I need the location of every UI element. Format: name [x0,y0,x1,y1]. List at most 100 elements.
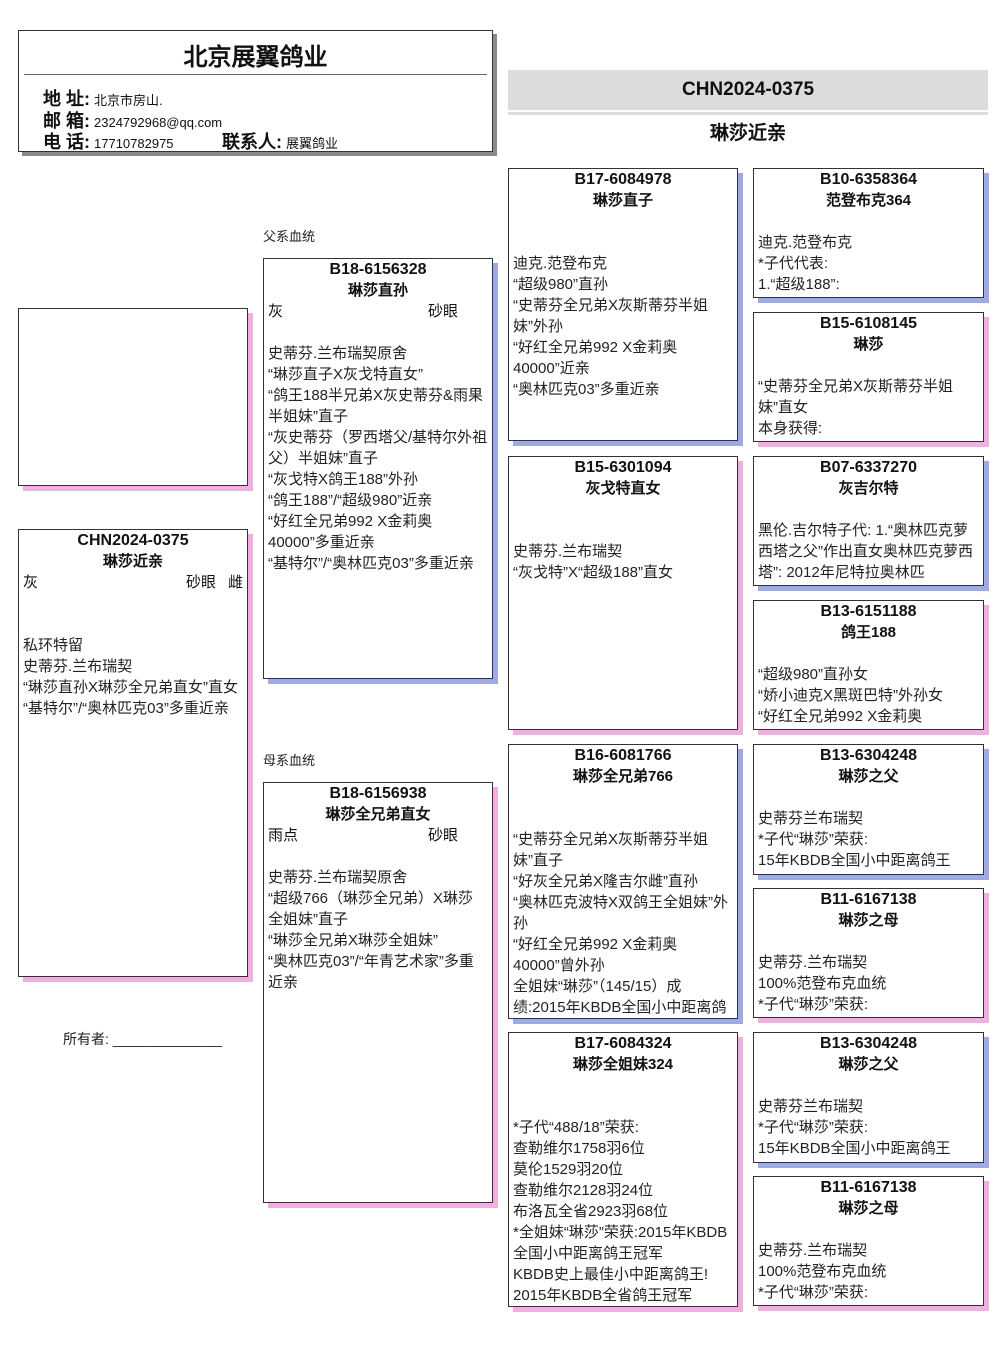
note-line: 史蒂芬.兰布瑞契原舍 [268,345,408,362]
ring-number: B07-6337270 [820,459,917,476]
bird-name: 范登布克364 [825,192,912,209]
dam-color: 雨点 [268,827,299,844]
great-grandparent-card: B13-6304248 琳莎之父史蒂芬兰布瑞契 *子代“琳莎”荣获: 15年KBDB全… [753,1032,984,1163]
note-line: 本身获得: [758,420,823,437]
bird-name: 琳莎之母 [838,912,899,929]
note-line: *子代“琳莎”荣获: [758,831,868,848]
bird-notes: “史蒂芬全兄弟X灰斯蒂芬半姐妹”直子“好灰全兄弟X隆吉尔雌”直孙“奥林匹克波特X… [509,829,737,1018]
note-line: “基特尔”/“奥林匹克03”多重近亲 [23,700,229,717]
ring-number: B13-6304248 [820,747,917,764]
address-label: 地 址: [43,89,90,109]
email-row: 邮 箱:2324792968@qq.com [43,107,222,133]
note-line: 100%范登布克血统 [758,1263,887,1280]
bird-notes: 黑伦.吉尔特子代: 1.“奥林匹克萝西塔之父”作出直女奥林匹克萝西塔”: 201… [754,520,983,583]
bird-notes: *子代“488/18”荣获:查勒维尔1758羽6位莫伦1529羽20位查勒维尔2… [509,1117,737,1306]
note-line: *子代代表: [758,255,829,272]
note-line: “超级766（琳莎全兄弟）X琳莎全姐妹”直子 [268,890,474,928]
note-line: 黑伦.吉尔特子代: 1.“奥林匹克萝西塔之父”作出直女奥林匹克萝西塔”: 201… [758,522,973,581]
note-line: “奥林匹克波特X双鸽王全姐妹”外孙 [513,894,728,932]
note-line: “琳莎全兄弟X琳莎全姐妹” [268,932,438,949]
note-line: “娇小迪克X黑斑巴特”外孙女 [758,687,943,704]
subject-ring-number: CHN2024-0375 [77,532,189,549]
subject-sex: 雌 [227,574,243,591]
contact-label: 联系人: [222,132,282,152]
ring-number: B17-6084978 [574,171,672,188]
note-line: “鸽王188”/“超级980”近亲 [268,492,433,509]
owner-label: 所有者: [63,1031,109,1047]
note-line: 15年KBDB全国小中距离鸽王 [758,852,951,869]
note-line: “好红全兄弟992 X金莉奥40000”多重近亲 [268,513,433,551]
bird-name: 琳莎 [853,336,884,353]
note-line: “奥林匹克03”多重近亲 [513,381,660,398]
note-line: 史蒂芬兰布瑞契 [758,810,864,827]
note-line: “灰史蒂芬（罗西塔父/基特尔外祖父）半姐妹”直子 [268,429,488,467]
note-line: 1.“超级188”: [758,276,840,293]
note-line: 查勒维尔2128羽24位 [513,1182,654,1199]
note-line: “琳莎直孙X琳莎全兄弟直女”直女 [23,679,238,696]
note-line: “史蒂芬全兄弟X灰斯蒂芬半姐妹”外孙 [513,297,709,335]
note-line: “灰戈特X鸽王188”外孙 [268,471,419,488]
ring-number: B16-6081766 [574,747,672,764]
dam-eye: 砂眼 [427,827,458,844]
note-line: 私环特留 [23,637,84,654]
dam-name: 琳莎全兄弟直女 [325,806,431,823]
note-line: 史蒂芬.兰布瑞契 [23,658,133,675]
note-line: 迪克.范登布克 [758,234,853,251]
address-row: 地 址:北京市房山. [43,85,163,111]
sire-line-label: 父系血统 [263,229,316,244]
note-line: “好红全兄弟992 X金莉奥40000”近亲 [513,339,678,377]
ring-number: B13-6304248 [820,1035,917,1052]
owner-signature-line: ______________ [112,1031,222,1047]
subject-name: 琳莎近亲 [102,553,163,570]
note-line: “鸽王188半兄弟X灰史蒂芬&雨果半姐妹”直子 [268,387,484,425]
note-line: 莫伦1529羽20位 [513,1161,624,1178]
breeder-header-card: 北京展翼鸽业 地 址:北京市房山. 邮 箱:2324792968@qq.com … [18,30,493,152]
bird-notes: “史蒂芬全兄弟X灰斯蒂芬半姐妹”直女本身获得: [754,376,983,439]
grandparent-card: B15-6301094 灰戈特直女史蒂芬.兰布瑞契“灰戈特”X“超级188”直女 [508,456,738,730]
note-line: 100%范登布克血统 [758,975,887,992]
subject-traits: 灰砂眼雌 [19,572,247,593]
pedigree-ring-title: CHN2024-0375 [508,70,988,110]
ring-number: B10-6358364 [820,171,917,188]
sire-name: 琳莎直孙 [347,282,408,299]
note-line: “好红全兄弟992 X金莉奥 [758,708,923,725]
note-line: 布洛瓦全省2923羽68位 [513,1203,669,1220]
ring-number: B17-6084324 [574,1035,672,1052]
bird-notes: 史蒂芬.兰布瑞契“灰戈特”X“超级188”直女 [509,541,737,583]
note-line: *子代“琳莎”荣获: [758,1119,868,1136]
note-line: “超级980”直孙 [513,276,609,293]
note-line: 史蒂芬.兰布瑞契原舍 [268,869,408,886]
note-line: “基特尔”/“奥林匹克03”多重近亲 [268,555,474,572]
note-line: “史蒂芬全兄弟X灰斯蒂芬半姐妹”直子 [513,831,709,869]
note-line: 15年KBDB全国小中距离鸽王 [758,1140,951,1157]
note-line: 查勒维尔1758羽6位 [513,1140,645,1157]
note-line: “超级980”直孙女 [758,666,869,683]
bird-name: 琳莎直子 [592,192,653,209]
bird-name: 琳莎之父 [838,1056,899,1073]
dam-line-label: 母系血统 [263,753,316,768]
pedigree-name-title: 琳莎近亲 [709,123,786,144]
email-value: 2324792968@qq.com [94,115,223,130]
phone-value: 17710782975 [94,136,174,151]
dam-traits: 雨点 砂眼 [264,825,492,846]
dam-card: B18-6156938 琳莎全兄弟直女 雨点 砂眼 史蒂芬.兰布瑞契原舍 “超级76… [263,782,493,1203]
dam-ring-number: B18-6156938 [329,785,427,802]
subject-eye: 砂眼 [185,574,216,591]
title-divider [508,112,988,115]
sire-eye: 砂眼 [427,303,458,320]
bird-notes: 迪克.范登布克“超级980”直孙“史蒂芬全兄弟X灰斯蒂芬半姐妹”外孙“好红全兄弟… [509,253,737,400]
ring-number: B15-6301094 [574,459,672,476]
owner-row: 所有者: ______________ [63,1029,222,1049]
bird-name: 灰戈特直女 [585,480,661,497]
note-line: “好红全兄弟992 X金莉奥40000”曾外孙 [513,936,678,974]
note-line: 史蒂芬兰布瑞契 [758,1098,864,1115]
note-line: 史蒂芬.兰布瑞契 [758,954,868,971]
